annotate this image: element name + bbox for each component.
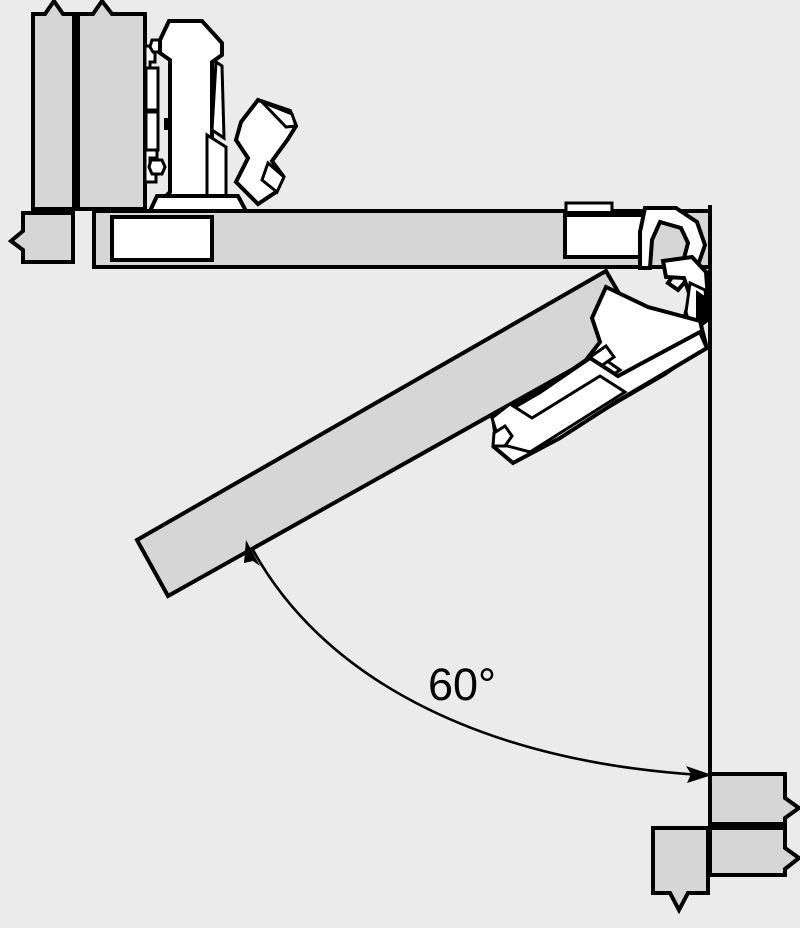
cabinet-bottom-panel-lower [708,826,800,877]
angle-label: 60° [428,659,496,710]
cabinet-top-panel-left-break [7,211,75,264]
cabinet-side-panel-inner [76,0,147,211]
cabinet-side-panel-outer [31,0,76,211]
mounting-plate-recess-right [563,201,645,259]
door-panel-bottom-closed [651,826,710,915]
mounting-plate-recess-left [110,215,214,262]
angle-arc-arrow [244,540,712,783]
hinge-assembly-closed [143,19,299,213]
cabinet-bottom-panel-upper [708,772,800,826]
hinge-assembly-open [490,206,711,466]
